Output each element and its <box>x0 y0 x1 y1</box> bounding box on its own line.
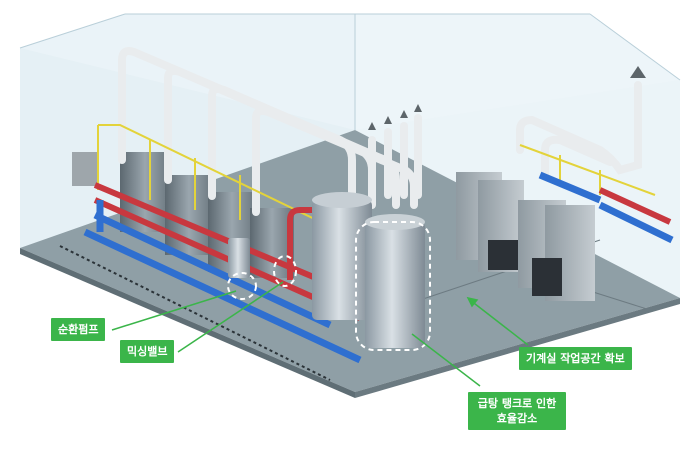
callout-tank-efficiency: 급탕 탱크로 인한 효율감소 <box>468 392 566 430</box>
callout-workspace: 기계실 작업공간 확보 <box>519 347 632 370</box>
flue-pipes <box>118 47 642 216</box>
gas-lines <box>97 124 656 271</box>
wall-panel <box>72 152 98 186</box>
storage-tanks <box>228 192 425 348</box>
callout-tank-line2: 효율감소 <box>496 412 538 425</box>
heat-pump-units <box>456 172 595 301</box>
callout-tank-line1: 급탕 탱크로 인한 <box>477 397 557 410</box>
leader-lines <box>111 281 529 387</box>
cold-water-pipes <box>83 171 674 364</box>
callout-markers <box>227 221 431 351</box>
flue-caps <box>368 66 646 130</box>
callout-mixing-valve: 믹싱밸브 <box>120 340 175 363</box>
callout-circulation-pump: 순환펌프 <box>51 318 106 341</box>
